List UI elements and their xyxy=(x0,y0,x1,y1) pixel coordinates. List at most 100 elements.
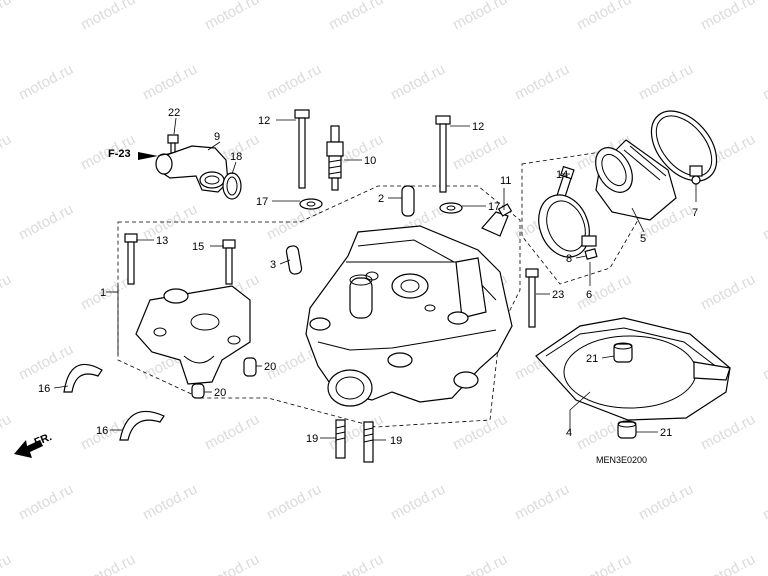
cylinder-head-group-outline xyxy=(117,185,521,428)
watermark-text: motod.ru xyxy=(636,61,696,104)
callout-1: 1 xyxy=(100,287,106,299)
watermark-text: motod.ru xyxy=(202,551,262,576)
leader-lines xyxy=(53,117,697,441)
holder-dowel-right xyxy=(243,357,257,377)
watermark-text: motod.ru xyxy=(140,61,200,104)
watermark-text: motod.ru xyxy=(264,481,324,524)
callout-20-right: 20 xyxy=(264,361,276,373)
watermark-text: motod.ru xyxy=(326,411,386,454)
callout-16-lower: 16 xyxy=(96,425,108,437)
water-hose-joint xyxy=(155,145,229,193)
holder-bolt-left xyxy=(124,233,138,285)
watermark-text: motod.ru xyxy=(0,271,14,314)
watermark-text: motod.ru xyxy=(636,481,696,524)
washer-right xyxy=(439,202,463,214)
callout-23: 23 xyxy=(552,289,564,301)
cylinder-head xyxy=(305,225,513,407)
dowel-pin-lower xyxy=(285,245,303,275)
watermark-text: motod.ru xyxy=(698,271,758,314)
insulator-bolt xyxy=(556,165,575,200)
cylinder-head-bolt-left xyxy=(294,109,310,189)
watermark-text: motod.ru xyxy=(388,61,448,104)
cylinder-head-gasket xyxy=(535,317,731,421)
watermark-text: motod.ru xyxy=(512,61,572,104)
watermark-text: motod.ru xyxy=(78,551,138,576)
watermark-text: motod.ru xyxy=(264,61,324,104)
watermark-text: motod.ru xyxy=(760,201,768,244)
callout-3: 3 xyxy=(270,259,276,271)
watermark-text: motod.ru xyxy=(760,481,768,524)
holder-bolt-center xyxy=(222,239,236,285)
insulator-band-clamp xyxy=(650,110,718,185)
callout-5: 5 xyxy=(640,233,646,245)
callout-16-upper: 16 xyxy=(38,383,50,395)
watermark-text: motod.ru xyxy=(16,481,76,524)
callout-15: 15 xyxy=(192,241,204,253)
insulator-band xyxy=(538,194,597,258)
watermark-text: motod.ru xyxy=(512,481,572,524)
semicircle-seal-lower xyxy=(119,410,165,441)
front-direction-arrow xyxy=(14,440,43,458)
watermark-text: motod.ru xyxy=(450,131,510,174)
diagram-code: MEN3E0200 xyxy=(596,455,647,465)
semicircle-seal-upper xyxy=(63,363,103,393)
watermark-text: motod.ru xyxy=(140,481,200,524)
watermark-text: motod.ru xyxy=(326,0,386,34)
gasket-dowel-upper xyxy=(613,343,633,363)
watermark-text: motod.ru xyxy=(698,0,758,34)
callout-18: 18 xyxy=(230,151,242,163)
watermark-text: motod.ru xyxy=(0,131,14,174)
gasket-dowel-lower-top xyxy=(617,420,637,428)
watermark-text: motod.ru xyxy=(450,411,510,454)
front-direction-label: FR. xyxy=(33,431,54,449)
cylinder-head-bolt-right xyxy=(435,115,451,193)
head-side-bolt xyxy=(525,268,539,328)
watermark-text: motod.ru xyxy=(698,551,758,576)
watermark-text: motod.ru xyxy=(388,481,448,524)
callout-8: 8 xyxy=(566,253,572,265)
dowel-pin-upper xyxy=(401,185,415,217)
callout-9: 9 xyxy=(214,131,220,143)
callout-14: 14 xyxy=(556,169,568,181)
watermark-text: motod.ru xyxy=(16,61,76,104)
callout-19-left: 19 xyxy=(306,433,318,445)
watermark-text: motod.ru xyxy=(450,551,510,576)
watermark-text: motod.ru xyxy=(574,551,634,576)
callout-7: 7 xyxy=(692,207,698,219)
watermark-text: motod.ru xyxy=(574,271,634,314)
callout-11: 11 xyxy=(500,175,511,187)
watermark-text: motod.ru xyxy=(326,551,386,576)
callout-2: 2 xyxy=(378,193,384,205)
callout-labels: 1 2 3 4 5 6 7 8 9 10 11 12 12 13 14 15 1… xyxy=(38,107,698,447)
callout-6: 6 xyxy=(586,289,592,301)
watermark-text: motod.ru xyxy=(0,0,14,34)
watermark-text: motod.ru xyxy=(450,0,510,34)
callout-10: 10 xyxy=(364,155,376,167)
callout-13: 13 xyxy=(156,235,168,247)
camshaft-holder xyxy=(135,285,251,385)
watermark-text: motod.ru xyxy=(760,341,768,384)
watermark-text: motod.ru xyxy=(0,551,14,576)
callout-19-right: 19 xyxy=(390,435,402,447)
watermark-text: motod.ru xyxy=(698,411,758,454)
stud-threads xyxy=(335,425,374,443)
gasket-dowel-lower xyxy=(617,421,637,439)
watermark-text: motod.ru xyxy=(760,61,768,104)
band-clip xyxy=(584,248,598,260)
callout-12-right: 12 xyxy=(472,121,484,133)
reference-arrow xyxy=(138,152,158,160)
callout-17-left: 17 xyxy=(256,196,268,208)
callout-17-right: 17 xyxy=(488,201,500,213)
intake-insulator xyxy=(595,139,677,221)
reference-label: F-23 xyxy=(108,148,131,160)
washer-right-hole xyxy=(446,205,456,211)
spark-plug xyxy=(326,125,344,191)
thermostat-bolt xyxy=(167,134,179,154)
washer-left xyxy=(299,198,323,210)
callout-22: 22 xyxy=(168,107,180,119)
callout-21-upper: 21 xyxy=(586,353,598,365)
gasket-dowel-upper-top xyxy=(613,342,633,350)
callout-4: 4 xyxy=(566,427,572,439)
